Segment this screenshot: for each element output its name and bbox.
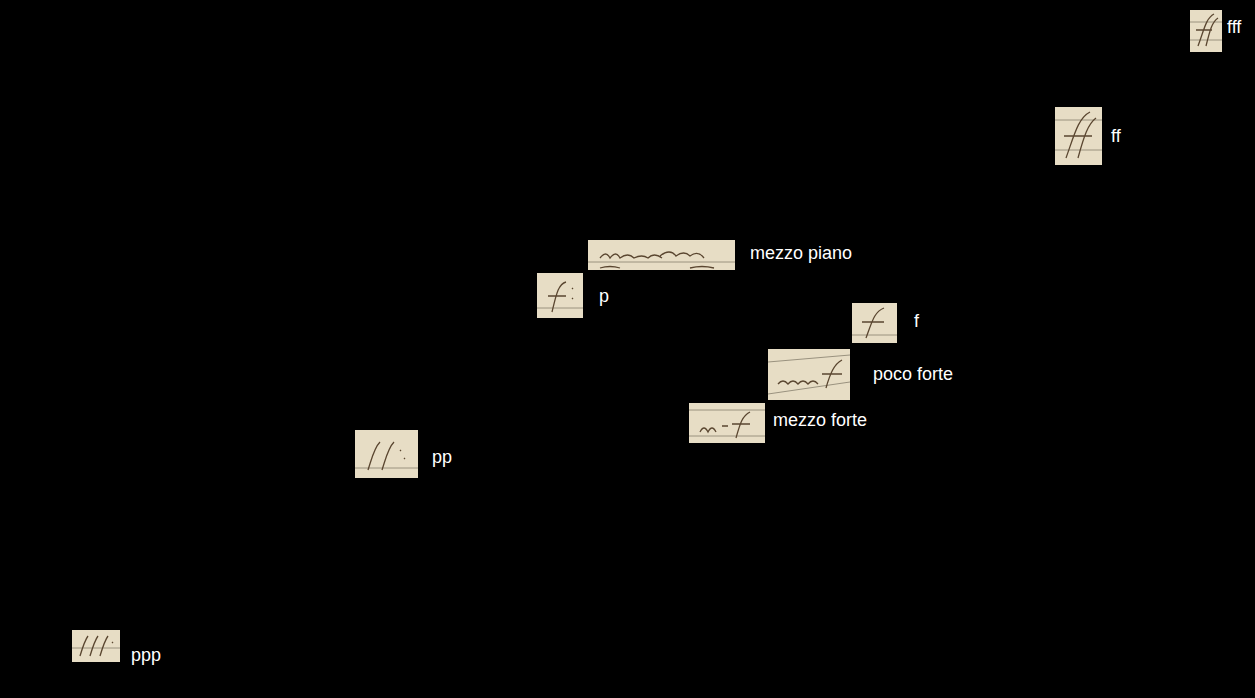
dynamic-label: fff: [1227, 18, 1241, 38]
staff-lines: [72, 22, 1222, 648]
dynamic-label: mezzo piano: [750, 244, 852, 264]
dynamic-label: pp: [432, 448, 452, 468]
manuscript-patch: [72, 630, 120, 662]
dynamic-label: ff: [1111, 127, 1121, 147]
manuscript-patch: [1190, 10, 1222, 52]
manuscript-patch: [355, 430, 418, 478]
dynamic-label: f: [914, 312, 919, 332]
dynamic-label: ppp: [131, 646, 161, 666]
manuscript-patch: [1055, 107, 1102, 165]
manuscript-patch: [768, 349, 850, 400]
manuscript-patch: [537, 273, 583, 318]
dynamic-label: poco forte: [873, 365, 953, 385]
manuscript-patch: [588, 240, 735, 270]
dynamic-label: p: [599, 287, 609, 307]
dynamic-label: mezzo forte: [773, 411, 867, 431]
handwritten-marks: [80, 14, 1218, 656]
manuscript-patch: [689, 403, 765, 443]
manuscript-patch: [852, 303, 897, 343]
